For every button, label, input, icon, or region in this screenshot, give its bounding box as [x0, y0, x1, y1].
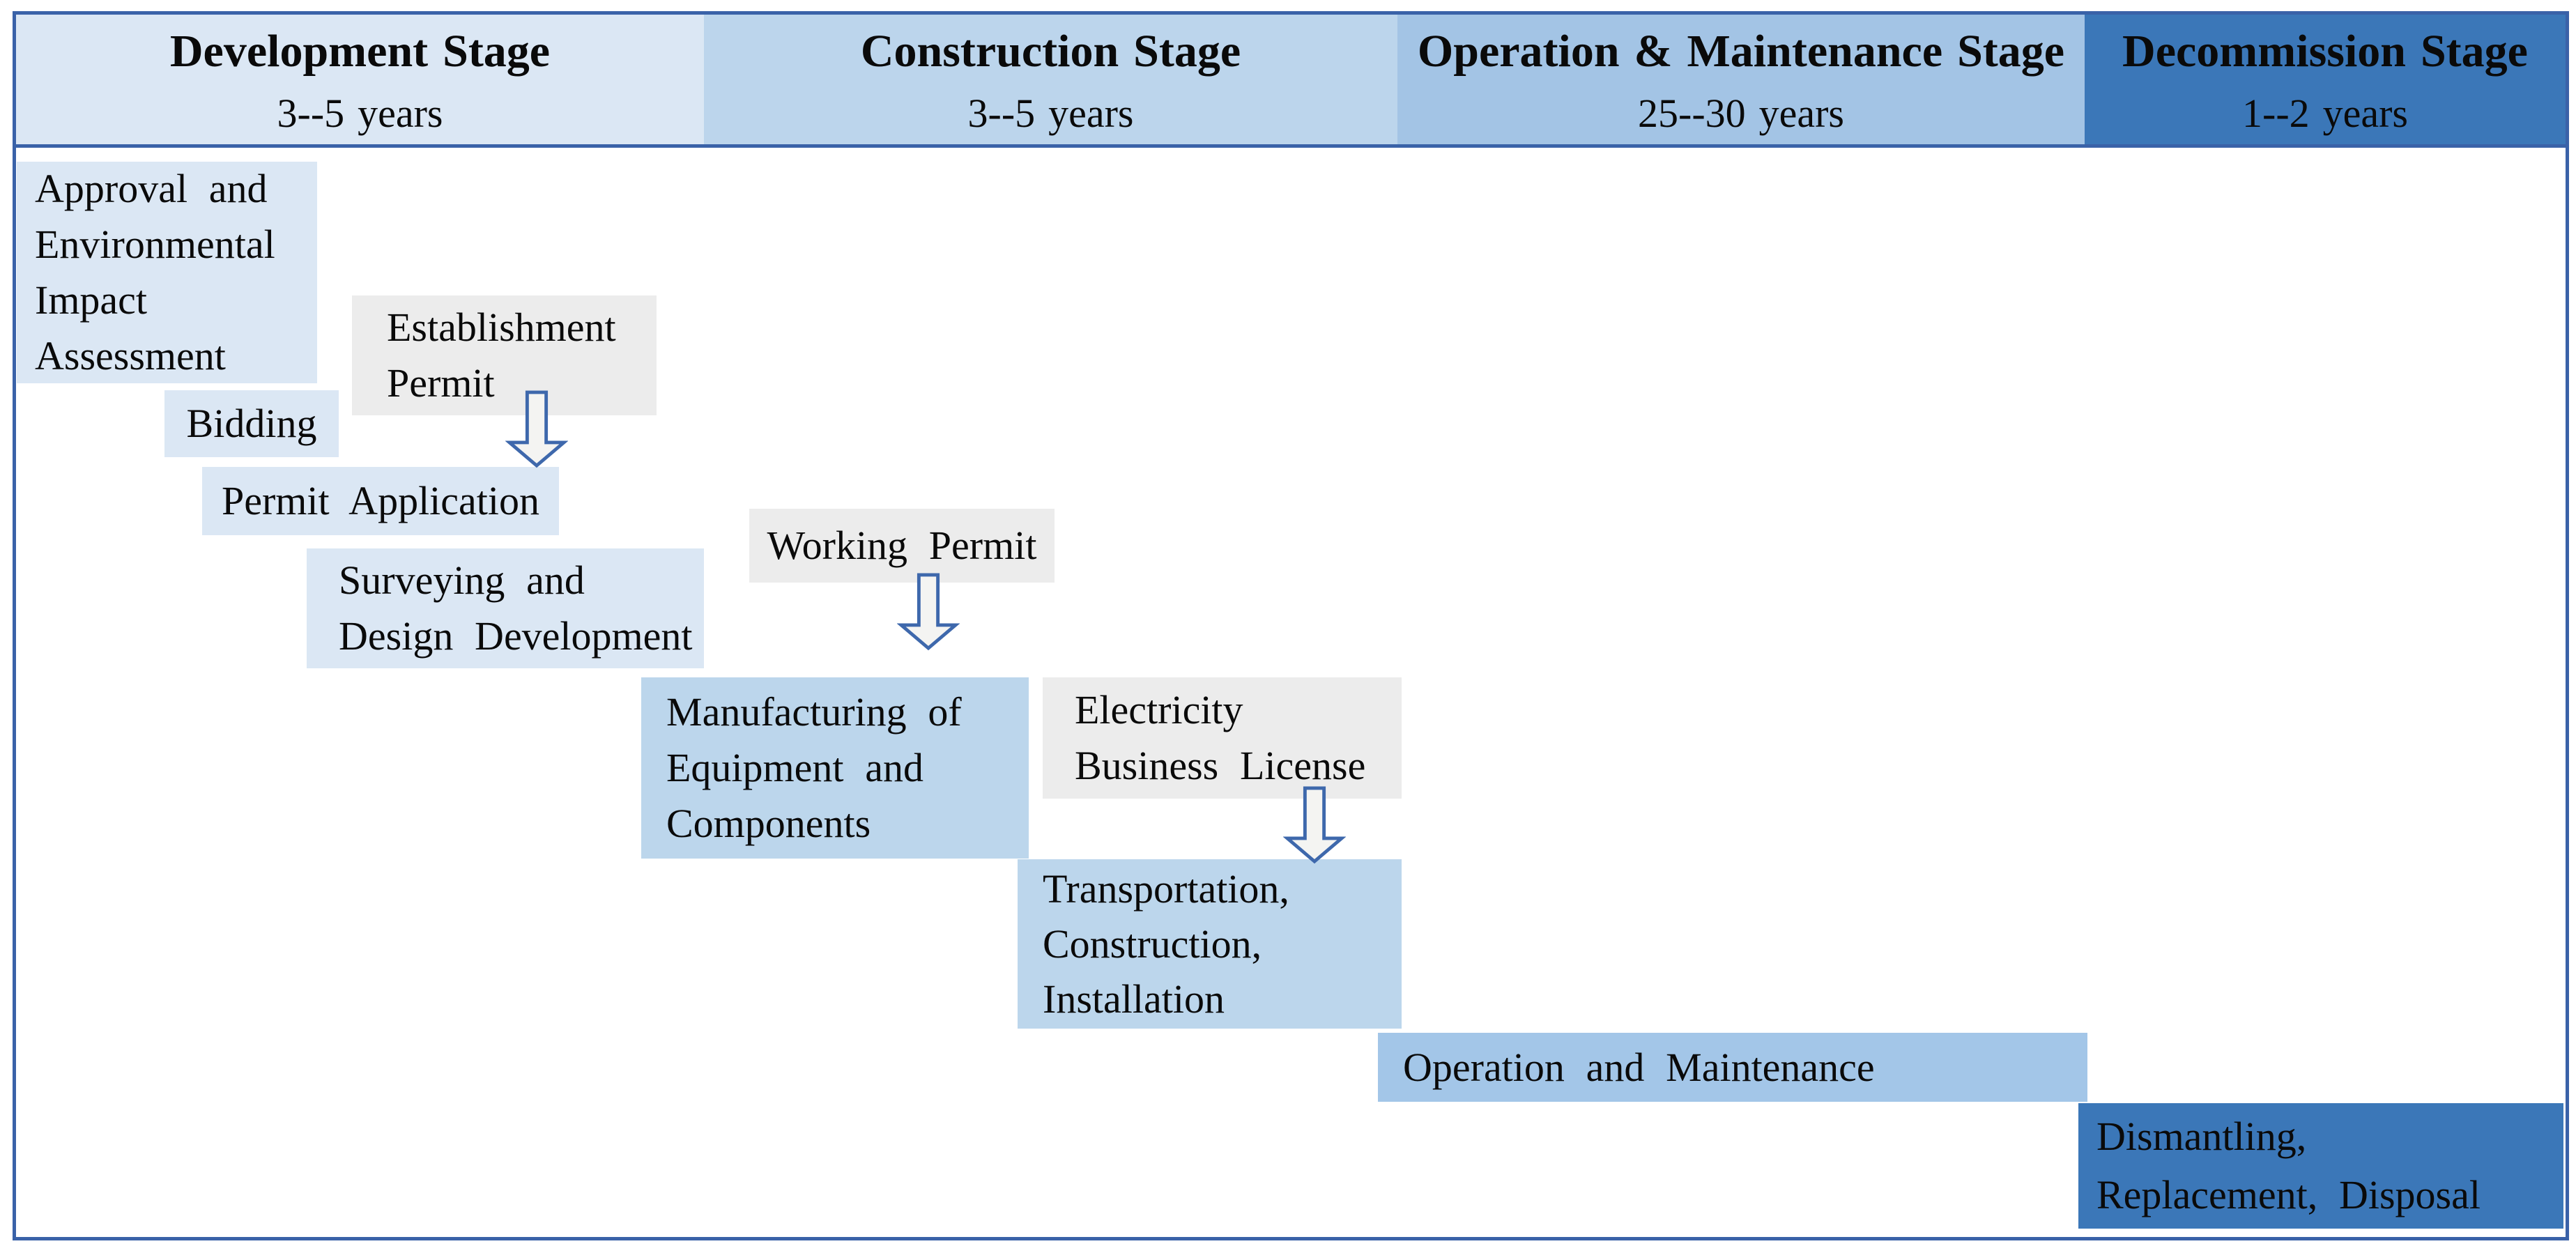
- stage-header-row: Development Stage 3--5 years Constructio…: [16, 15, 2566, 148]
- task-transportation-construction-installation: Transportation, Construction, Installati…: [1018, 859, 1402, 1029]
- stage-development: Development Stage 3--5 years: [16, 15, 704, 144]
- task-electricity-business-license: Electricity Business License: [1043, 677, 1402, 799]
- stage-title: Development Stage: [169, 26, 551, 77]
- down-arrow-icon: [897, 573, 960, 651]
- task-operation-and-maintenance: Operation and Maintenance: [1378, 1033, 2087, 1102]
- task-working-permit: Working Permit: [749, 509, 1055, 583]
- task-bidding: Bidding: [164, 390, 339, 457]
- stage-title: Operation & Maintenance Stage: [1417, 26, 2065, 77]
- stage-duration: 3--5 years: [277, 91, 443, 136]
- stage-title: Decommission Stage: [2122, 26, 2528, 77]
- down-arrow-icon: [505, 390, 568, 468]
- task-surveying-design: Surveying and Design Development: [307, 548, 704, 668]
- stage-decommission: Decommission Stage 1--2 years: [2085, 15, 2566, 144]
- stage-operation-maintenance: Operation & Maintenance Stage 25--30 yea…: [1397, 15, 2085, 144]
- stage-duration: 1--2 years: [2242, 91, 2408, 136]
- task-permit-application: Permit Application: [202, 467, 559, 535]
- task-approval-eia: Approval and Environmental Impact Assess…: [17, 162, 317, 383]
- task-dismantling-replacement-disposal: Dismantling, Replacement, Disposal: [2078, 1103, 2563, 1229]
- stage-construction: Construction Stage 3--5 years: [704, 15, 1397, 144]
- down-arrow-icon: [1283, 786, 1346, 864]
- stage-title: Construction Stage: [860, 26, 1241, 77]
- stage-duration: 3--5 years: [967, 91, 1134, 136]
- stage-duration: 25--30 years: [1638, 91, 1844, 136]
- task-establishment-permit: Establishment Permit: [352, 295, 657, 415]
- task-manufacturing: Manufacturing of Equipment and Component…: [641, 677, 1029, 859]
